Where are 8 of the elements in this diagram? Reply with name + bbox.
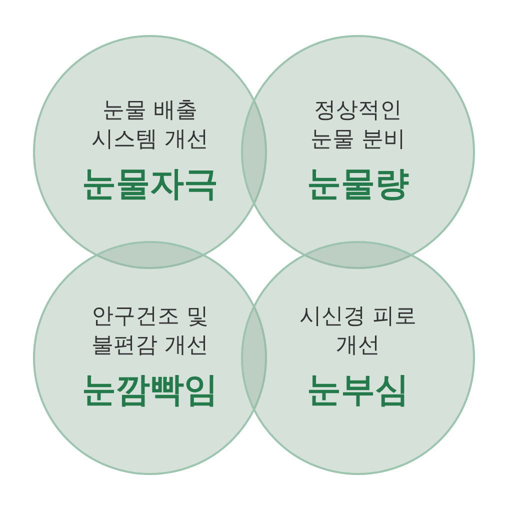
circle-description: 시신경 피로 개선 <box>298 303 418 360</box>
circle-heading: 눈깜빡임 <box>82 368 218 412</box>
circle-description: 안구건조 및 불편감 개선 <box>90 303 210 360</box>
circle-description: 눈물 배출 시스템 개선 <box>90 97 210 154</box>
circle-heading: 눈물량 <box>307 162 409 206</box>
circle-heading: 눈부심 <box>307 368 409 412</box>
circle-heading: 눈물자극 <box>82 162 218 206</box>
circle-description: 정상적인 눈물 분비 <box>310 97 406 154</box>
